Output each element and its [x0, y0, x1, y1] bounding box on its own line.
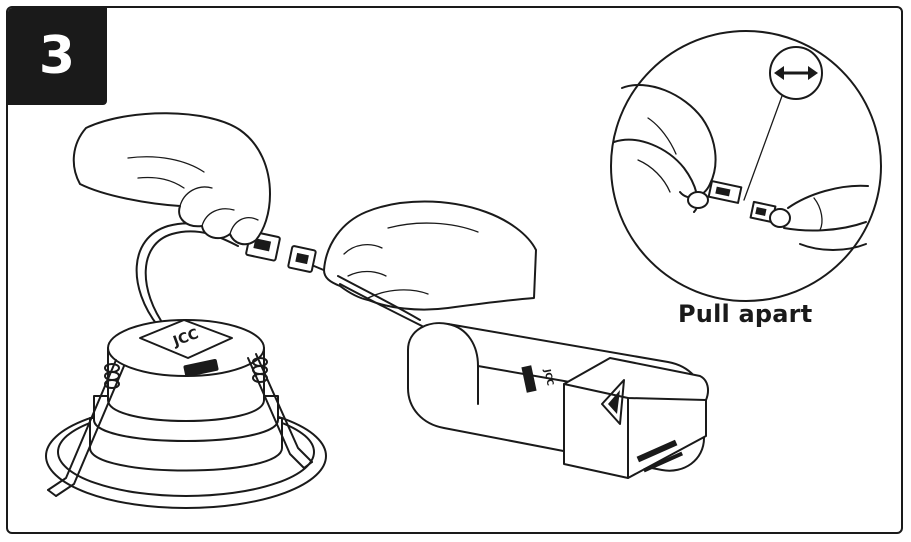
instruction-frame: 3 JCC	[6, 6, 903, 534]
detail-callout	[610, 30, 882, 302]
step-badge: 3	[8, 8, 107, 105]
left-spring-clip	[47, 359, 117, 491]
driver-brand-label: JCC	[541, 367, 555, 387]
svg-text:JCC: JCC	[541, 367, 555, 387]
leader-line	[743, 95, 783, 201]
illustration: JCC	[45, 30, 882, 509]
pull-apart-caption: Pull apart	[678, 300, 813, 328]
driver-logo	[601, 379, 625, 425]
connector-detail	[707, 180, 777, 224]
right-spring-clip	[255, 353, 313, 463]
pull-apart-arrow-icon	[769, 46, 823, 100]
driver-cable	[337, 275, 421, 321]
led-driver: JCC	[407, 322, 709, 479]
right-hand	[323, 200, 537, 311]
step-number: 3	[38, 26, 76, 86]
left-hand	[72, 112, 271, 246]
downlight-fitting: JCC	[45, 319, 327, 509]
